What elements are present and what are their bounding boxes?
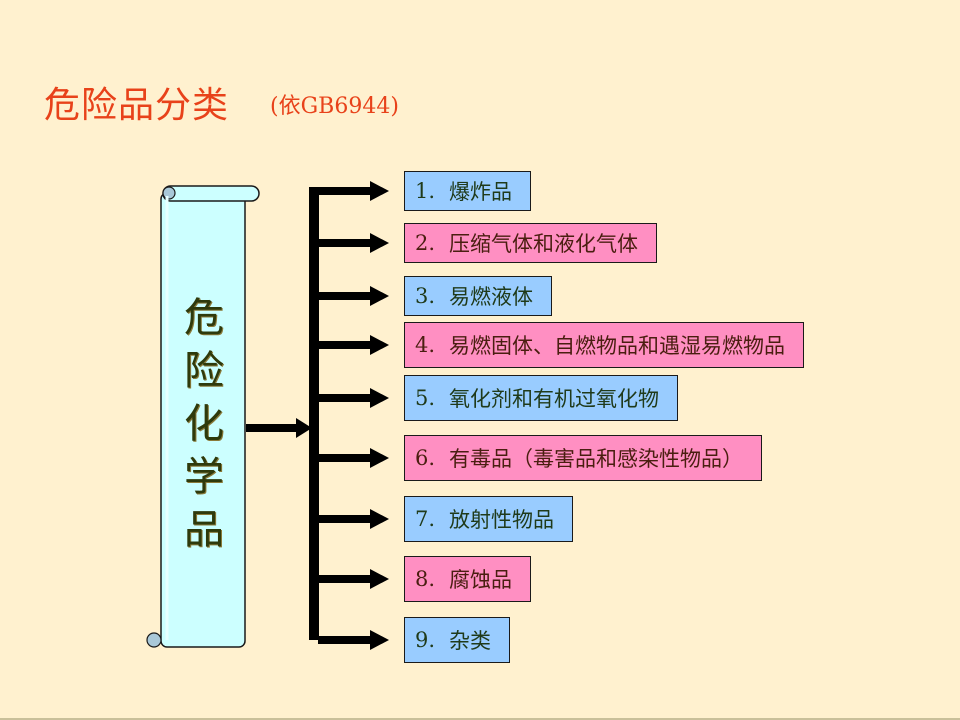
category-box-8: 8. 腐蚀品 xyxy=(404,556,532,602)
branch-arrow xyxy=(318,181,389,201)
root-char: 品 xyxy=(184,507,224,553)
category-label: 腐蚀品 xyxy=(449,568,513,592)
category-label: 易燃固体、自燃物品和遇湿易燃物品 xyxy=(449,334,786,358)
category-label: 放射性物品 xyxy=(449,508,555,532)
spine-line xyxy=(309,187,319,640)
category-number: 5. xyxy=(415,386,436,410)
category-number: 7. xyxy=(415,507,436,531)
branch-arrow xyxy=(318,448,389,468)
category-label: 易燃液体 xyxy=(449,285,534,309)
root-char: 险 xyxy=(184,348,224,394)
category-number: 6. xyxy=(415,446,436,470)
scroll-top-curl xyxy=(162,186,176,200)
category-label: 有毒品（毒害品和感染性物品） xyxy=(449,447,744,471)
category-box-9: 9. 杂类 xyxy=(404,617,511,663)
branch-arrow xyxy=(318,509,389,529)
category-number: 3. xyxy=(415,284,436,308)
slide-title: 危险品分类 xyxy=(44,85,230,126)
root-char: 危 xyxy=(184,295,224,341)
category-label: 杂类 xyxy=(449,629,492,653)
branch-arrow xyxy=(318,388,389,408)
category-label: 压缩气体和液化气体 xyxy=(449,232,639,256)
category-box-1: 1. 爆炸品 xyxy=(404,171,532,211)
branch-arrows xyxy=(318,181,389,650)
category-number: 9. xyxy=(415,628,436,652)
root-char: 化 xyxy=(184,401,224,447)
scroll-shape xyxy=(146,185,260,648)
branch-arrow xyxy=(318,335,389,355)
category-box-4: 4. 易燃固体、自燃物品和遇湿易燃物品 xyxy=(404,322,805,368)
branch-arrow xyxy=(318,286,389,306)
root-char: 学 xyxy=(184,454,224,500)
category-label: 爆炸品 xyxy=(449,180,513,204)
category-number: 2. xyxy=(415,231,436,255)
category-number: 4. xyxy=(415,333,436,357)
category-label: 氧化剂和有机过氧化物 xyxy=(449,387,660,411)
category-number: 8. xyxy=(415,567,436,591)
branch-arrow xyxy=(318,630,389,650)
category-box-6: 6. 有毒品（毒害品和感染性物品） xyxy=(404,435,763,481)
category-box-7: 7. 放射性物品 xyxy=(404,496,574,542)
category-box-5: 5. 氧化剂和有机过氧化物 xyxy=(404,375,679,421)
category-box-2: 2. 压缩气体和液化气体 xyxy=(404,223,658,263)
root-node-label: 危 险 化 学 品 xyxy=(176,292,232,557)
category-box-3: 3. 易燃液体 xyxy=(404,276,553,316)
main-arrow xyxy=(246,418,312,438)
branch-arrow xyxy=(318,569,389,589)
bottom-rule xyxy=(0,718,960,720)
scroll-top-roll xyxy=(162,185,260,202)
scroll-bottom-curl xyxy=(146,632,162,648)
branch-arrow xyxy=(318,233,389,253)
slide-subtitle: (依GB6944) xyxy=(270,94,399,119)
category-number: 1. xyxy=(415,179,436,203)
